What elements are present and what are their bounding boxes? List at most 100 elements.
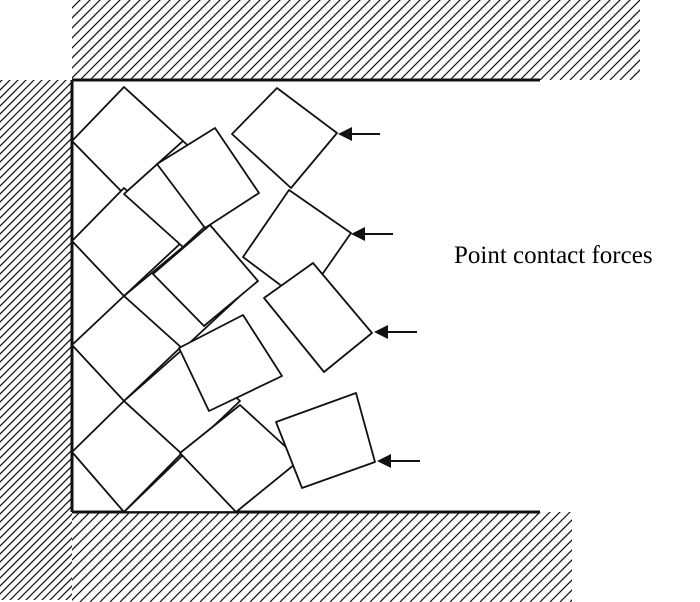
hatch-line — [609, 49, 640, 80]
hatch-line — [309, 512, 401, 602]
hatch-line — [549, 0, 631, 80]
hatch-line — [529, 0, 611, 80]
hatch-line — [219, 512, 311, 602]
hatch-line — [620, 482, 700, 602]
hatch-line — [239, 0, 321, 80]
hatch-line — [0, 0, 110, 80]
hatch-line — [459, 512, 551, 602]
hatch-line — [590, 482, 700, 602]
hatch-line — [109, 0, 191, 80]
hatch-line — [0, 209, 72, 283]
hatch-line — [72, 0, 121, 49]
hatch-line — [189, 0, 271, 80]
hatch-line — [610, 482, 700, 602]
hatch-line — [0, 233, 72, 307]
hatch-line — [379, 512, 471, 602]
hatch-line — [369, 0, 451, 80]
hatch-line — [0, 457, 72, 531]
hatch-line — [119, 0, 201, 80]
hatch-line — [169, 0, 251, 80]
hatch-line — [449, 0, 531, 80]
hatch-line — [249, 0, 331, 80]
hatch-line — [469, 512, 561, 602]
block — [231, 87, 338, 189]
hatch-line — [660, 0, 700, 80]
hatch-line — [0, 201, 72, 275]
hatch-line — [359, 512, 451, 602]
hatch-line — [539, 0, 621, 80]
hatch-line — [99, 0, 181, 80]
hatch-line — [72, 512, 161, 601]
hatch-line — [0, 0, 90, 80]
hatch-line — [0, 225, 72, 299]
hatch-line — [0, 449, 72, 523]
hatch-line — [519, 0, 601, 80]
hatch-line — [349, 0, 431, 80]
hatch-line — [149, 0, 231, 80]
hatch-line — [630, 482, 700, 602]
force-arrow — [338, 127, 380, 141]
hatch-line — [0, 0, 40, 80]
hatch-line — [0, 217, 72, 291]
hatch-line — [279, 512, 371, 602]
top-wall-hatching — [0, 0, 700, 80]
hatch-line — [329, 512, 421, 602]
force-arrows — [338, 127, 420, 468]
hatch-line — [449, 512, 541, 602]
hatch-line — [519, 549, 572, 602]
hatch-line — [509, 539, 572, 602]
hatch-line — [479, 512, 571, 602]
hatch-line — [629, 69, 640, 80]
force-arrow — [374, 325, 417, 339]
hatch-line — [279, 0, 361, 80]
packed-blocks — [71, 86, 376, 513]
hatch-line — [309, 0, 391, 80]
hatch-line — [559, 589, 572, 602]
hatch-line — [509, 0, 591, 80]
hatch-line — [499, 0, 581, 80]
hatch-line — [409, 0, 491, 80]
hatch-line — [79, 0, 161, 80]
hatch-line — [269, 512, 361, 602]
block — [275, 392, 376, 489]
hatch-line — [319, 0, 401, 80]
hatch-line — [169, 512, 261, 602]
hatch-line — [72, 0, 101, 29]
hatch-line — [619, 59, 640, 80]
hatch-line — [229, 0, 311, 80]
hatch-line — [109, 512, 201, 602]
hatch-line — [249, 512, 341, 602]
hatch-line — [409, 512, 501, 602]
hatch-line — [72, 512, 141, 581]
hatch-line — [690, 0, 700, 80]
hatch-line — [0, 473, 72, 547]
hatch-line — [429, 512, 521, 602]
hatch-line — [149, 512, 241, 602]
hatch-line — [0, 425, 72, 499]
hatch-line — [0, 0, 50, 80]
hatch-line — [179, 512, 271, 602]
hatch-line — [209, 0, 291, 80]
force-label: Point contact forces — [454, 242, 653, 269]
hatch-line — [199, 0, 281, 80]
hatch-line — [0, 0, 100, 80]
hatch-line — [419, 512, 511, 602]
hatch-line — [589, 29, 640, 80]
hatch-line — [209, 512, 301, 602]
hatch-line — [579, 19, 640, 80]
hatch-line — [489, 0, 571, 80]
hatch-line — [299, 512, 391, 602]
hatch-line — [72, 512, 131, 571]
hatch-line — [0, 185, 72, 259]
block — [152, 224, 259, 327]
hatch-line — [179, 0, 261, 80]
hatch-line — [119, 512, 211, 602]
hatch-line — [259, 0, 341, 80]
hatch-line — [580, 482, 700, 602]
hatch-line — [139, 512, 231, 602]
hatch-line — [529, 559, 572, 602]
hatch-line — [369, 512, 461, 602]
hatch-line — [329, 0, 411, 80]
hatch-line — [129, 0, 211, 80]
